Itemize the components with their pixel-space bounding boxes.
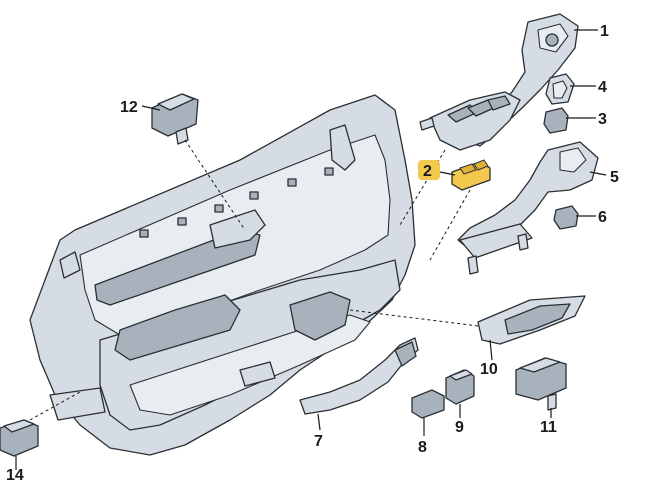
part-6-button (553, 205, 579, 230)
part-10-switch-bezel (477, 295, 586, 345)
window-switch-panel (419, 91, 521, 151)
callout-11: 11 (540, 419, 557, 436)
part-12-switch (151, 93, 199, 145)
callout-5: 5 (610, 169, 619, 186)
part-8-switch (411, 389, 445, 419)
part-2-switch (451, 159, 491, 191)
leader-lines (15, 29, 607, 470)
callout-3: 3 (598, 111, 607, 128)
callout-6: 6 (598, 209, 607, 226)
part-11-switch-block (515, 357, 567, 411)
trim-clip-holes (139, 167, 334, 238)
callout-9: 9 (455, 419, 464, 436)
part-7-pull-handle (299, 337, 419, 415)
part-4-cover (545, 73, 575, 105)
callout-4: 4 (598, 79, 607, 96)
callout-12: 12 (120, 99, 138, 116)
highlight-badge-2 (418, 160, 440, 180)
part-5-armrest-trim (457, 141, 599, 275)
callout-2: 2 (423, 163, 432, 180)
part-9-switch (445, 369, 475, 405)
callout-10: 10 (480, 361, 498, 378)
callout-1: 1 (600, 23, 609, 40)
callout-labels: 1 2 3 4 5 6 7 8 9 10 11 12 14 (6, 23, 619, 480)
part-3-button (543, 107, 569, 134)
door-trim-panel (29, 94, 416, 456)
part-14-switch (0, 419, 39, 457)
callout-14: 14 (6, 467, 24, 480)
callout-7: 7 (314, 433, 323, 450)
callout-8: 8 (418, 439, 427, 456)
